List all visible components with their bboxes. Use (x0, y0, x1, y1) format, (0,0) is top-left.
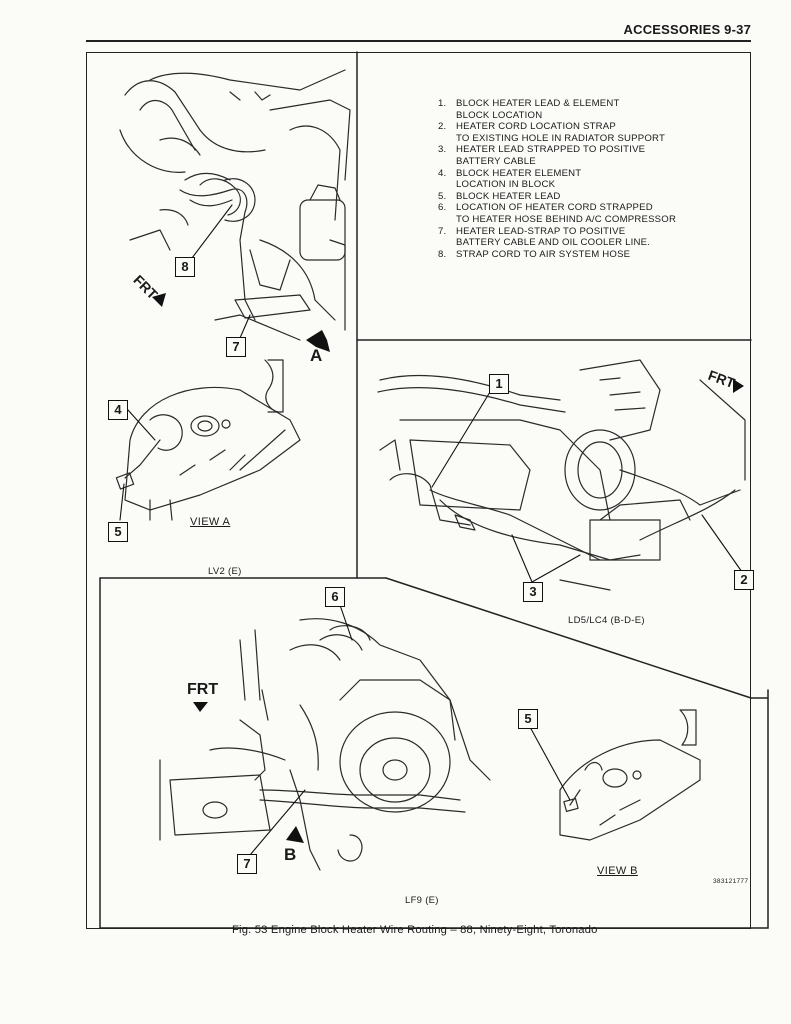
leader-lines (119, 204, 743, 856)
figure-frame (86, 52, 751, 929)
legend-item: 6.LOCATION OF HEATER CORD STRAPPED TO HE… (438, 202, 677, 225)
legend-item: 5.BLOCK HEATER LEAD (438, 190, 561, 202)
view-a-drawing (115, 359, 301, 521)
view-b-label: VIEW B (597, 865, 638, 877)
legend-item: 1.BLOCK HEATER LEAD & ELEMENT BLOCK LOCA… (438, 98, 620, 121)
callout-7-view-a: 7 (226, 337, 246, 357)
legend-item: 7.HEATER LEAD-STRAP TO POSITIVE BATTERY … (438, 225, 651, 249)
image-code: 383121777 (713, 878, 749, 885)
frt-label-lf9: FRT (187, 681, 219, 698)
legend-item: 3.HEATER LEAD STRAPPED TO POSITIVE BATTE… (438, 144, 646, 167)
lf9-engine-drawing (159, 618, 491, 871)
view-b-arrow-letter: B (284, 845, 297, 864)
figure-caption: Fig. 53 Engine Block Heater Wire Routing… (232, 924, 598, 936)
callout-3: 3 (523, 582, 543, 602)
callout-8: 8 (175, 257, 195, 277)
direction-arrows (152, 293, 744, 843)
callout-6: 6 (325, 587, 345, 607)
legend-item: 2.HEATER CORD LOCATION STRAP TO EXISTING… (438, 121, 666, 144)
panel-caption-lv2: LV2 (E) (208, 566, 242, 577)
callout-1: 1 (489, 374, 509, 394)
ld5-engine-drawing (377, 359, 746, 591)
callout-2: 2 (734, 570, 754, 590)
callout-5-view-a: 5 (108, 522, 128, 542)
page-header: ACCESSORIES 9-37 (623, 22, 751, 37)
lv2-engine-drawing (119, 69, 351, 341)
view-a-label: VIEW A (190, 516, 231, 528)
header-rule (86, 40, 751, 42)
view-b-drawing (559, 709, 701, 841)
callout-4: 4 (108, 400, 128, 420)
callout-7-view-b: 7 (237, 854, 257, 874)
view-a-arrow-letter: A (310, 346, 323, 365)
panel-caption-lf9: LF9 (E) (405, 895, 439, 906)
parts-legend: 1.BLOCK HEATER LEAD & ELEMENT BLOCK LOCA… (438, 98, 676, 260)
legend-item: 8.STRAP CORD TO AIR SYSTEM HOSE (438, 248, 631, 260)
legend-item: 4.BLOCK HEATER ELEMENT LOCATION IN BLOCK (438, 167, 582, 191)
panel-caption-ld5: LD5/LC4 (B-D-E) (568, 615, 645, 626)
callout-5-view-b: 5 (518, 709, 538, 729)
